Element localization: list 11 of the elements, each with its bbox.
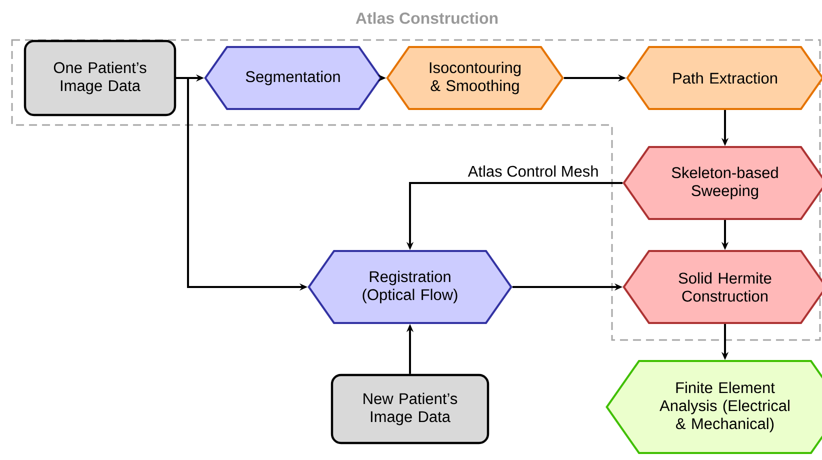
process-hexagon: Segmentation: [204, 46, 382, 110]
edge-label: Atlas Control Mesh: [468, 165, 598, 177]
process-box: One Patient’s Image Data: [24, 40, 176, 116]
region-title: Atlas Construction: [356, 12, 498, 24]
process-hexagon: Path Extraction: [626, 46, 822, 110]
process-box: New Patient’s Image Data: [330, 374, 490, 444]
process-hexagon: Solid Hermite Construction: [622, 250, 822, 324]
process-hexagon: Registration (Optical Flow): [308, 250, 512, 324]
process-hexagon: Isocontouring & Smoothing: [386, 46, 564, 110]
process-hexagon: Finite Element Analysis (Electrical & Mechanical): [606, 360, 822, 454]
process-hexagon: Skeleton-based Sweeping: [622, 146, 822, 220]
